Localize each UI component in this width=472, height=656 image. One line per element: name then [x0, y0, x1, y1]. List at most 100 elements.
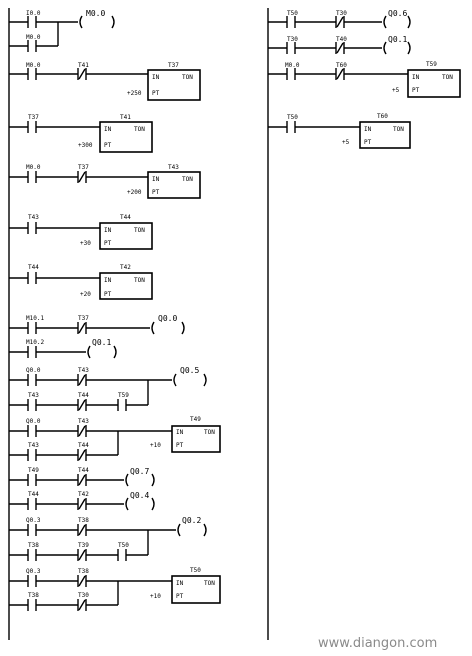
coil-label: M0.0: [86, 9, 105, 18]
timer-in: IN: [152, 74, 160, 81]
timer-type: TON: [393, 126, 404, 133]
contact-label: T60: [336, 62, 347, 69]
contact-label: T44: [78, 467, 89, 474]
rung-4: M0.0 T37 T43 IN TON PT +200: [9, 164, 201, 199]
watermark-text: www.diangon.com: [318, 636, 437, 651]
contact-label: T44: [78, 442, 89, 449]
contact-label: T43: [28, 214, 39, 221]
contact-label: T39: [78, 542, 89, 549]
timer-pt: PT: [176, 593, 184, 600]
rung-9: Q0.0 T43 T43 T44 T59 Q0.5: [9, 366, 207, 411]
timer-preset: +250: [127, 90, 142, 97]
coil-label: Q0.4: [130, 491, 149, 500]
timer-preset: +5: [392, 87, 400, 94]
timer-preset: +10: [150, 593, 161, 600]
timer-block: [147, 171, 201, 199]
contact-label: T43: [28, 392, 39, 399]
timer-pt: PT: [152, 189, 160, 196]
timer-preset: +300: [78, 142, 93, 149]
timer-type: TON: [442, 74, 453, 81]
timer-name: T41: [120, 114, 131, 121]
coil-label: Q0.1: [388, 35, 407, 44]
contact-label: T44: [28, 264, 39, 271]
contact-label: T40: [336, 36, 347, 43]
timer-in: IN: [176, 429, 184, 436]
timer-type: TON: [134, 126, 145, 133]
timer-block: [359, 121, 411, 149]
timer-preset: +30: [80, 240, 91, 247]
contact-label: I0.0: [26, 10, 41, 17]
contact-label: M0.0: [26, 62, 41, 69]
contact-label: T49: [28, 467, 39, 474]
timer-preset: +20: [80, 291, 91, 298]
contact-label: Q0.3: [26, 517, 41, 524]
timer-type: TON: [204, 580, 215, 587]
timer-block: [171, 425, 221, 453]
contact-label: T42: [78, 491, 89, 498]
timer-name: T50: [190, 567, 201, 574]
contact-label: T59: [118, 392, 129, 399]
rung-13: Q0.3 T38 T38 T39 T50 Q0.2: [9, 516, 207, 561]
rung-5: T43 T44 IN TON PT +30: [9, 214, 153, 250]
contact-label: T44: [78, 392, 89, 399]
rung-10: Q0.0 T43 T43 T44 T49 IN TON PT +10: [9, 416, 221, 461]
contact-label: T50: [118, 542, 129, 549]
contact-label: Q0.0: [26, 418, 41, 425]
timer-in: IN: [364, 126, 372, 133]
rung-2: M0.0 T41 T37 IN TON PT +250: [9, 62, 201, 101]
coil-label: Q0.6: [388, 9, 407, 18]
timer-name: T59: [426, 61, 437, 68]
contact-label: T37: [28, 114, 39, 121]
contact-label: Q0.3: [26, 568, 41, 575]
timer-name: T49: [190, 416, 201, 423]
contact-label: T43: [28, 442, 39, 449]
contact-label: T50: [287, 114, 298, 121]
timer-type: TON: [182, 176, 193, 183]
coil-label: Q0.5: [180, 366, 199, 375]
timer-pt: PT: [104, 142, 112, 149]
contact-label: T30: [78, 592, 89, 599]
timer-pt: PT: [412, 87, 420, 94]
timer-in: IN: [412, 74, 420, 81]
contact-label: T30: [287, 36, 298, 43]
timer-preset: +5: [342, 139, 350, 146]
timer-block: [147, 69, 201, 101]
rung-11: T49 T44 Q0.7: [9, 467, 155, 487]
contact-label: T50: [287, 10, 298, 17]
timer-preset: +10: [150, 442, 161, 449]
contact-label: T30: [336, 10, 347, 17]
timer-name: T44: [120, 214, 131, 221]
rung-7: M10.1 T37 Q0.0: [9, 314, 185, 335]
contact-label: T44: [28, 491, 39, 498]
contact-label: T37: [78, 164, 89, 171]
timer-block: [171, 575, 221, 604]
contact-label: T41: [78, 62, 89, 69]
contact-label: T38: [28, 592, 39, 599]
timer-name: T37: [168, 62, 179, 69]
contact-label: T43: [78, 367, 89, 374]
contact-label: T38: [78, 517, 89, 524]
timer-type: TON: [182, 74, 193, 81]
timer-pt: PT: [364, 139, 372, 146]
contact-label: M0.0: [285, 62, 300, 69]
rung-r2: T30 T40 Q0.1: [268, 35, 411, 55]
timer-name: T60: [377, 113, 388, 120]
contact-label: T43: [78, 418, 89, 425]
contact-label: M10.1: [26, 315, 44, 322]
timer-pt: PT: [152, 90, 160, 97]
rung-r3: M0.0 T60 T59 IN TON PT +5: [268, 61, 461, 98]
rung-12: T44 T42 Q0.4: [9, 491, 155, 511]
rung-8: M10.2 Q0.1: [9, 338, 117, 359]
coil-label: Q0.7: [130, 467, 149, 476]
rung-r1: T50 T30 Q0.6: [268, 9, 411, 29]
contact-label: M0.0: [26, 164, 41, 171]
timer-in: IN: [104, 277, 112, 284]
contact-label: T38: [78, 568, 89, 575]
rung-6: T44 T42 IN TON PT +20: [9, 264, 153, 300]
timer-block: [99, 121, 153, 153]
timer-type: TON: [134, 227, 145, 234]
timer-name: T43: [168, 164, 179, 171]
coil-label: Q0.2: [182, 516, 201, 525]
